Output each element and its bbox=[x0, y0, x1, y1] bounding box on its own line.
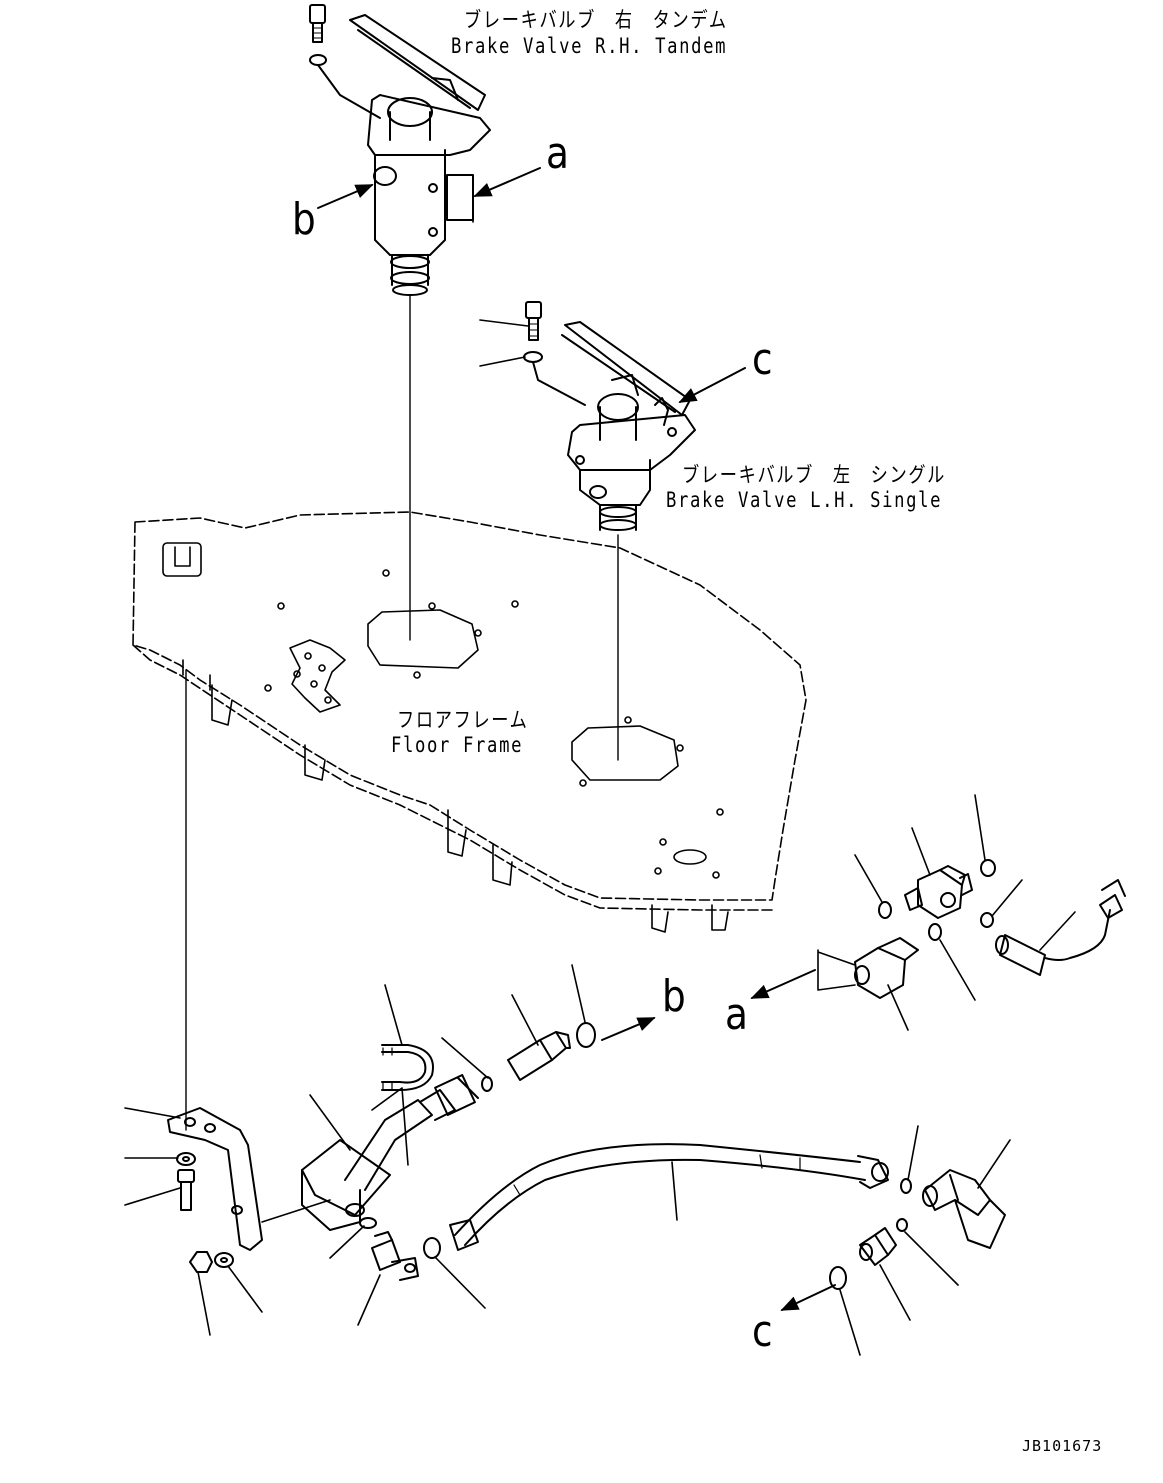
ref-c-bottom: c bbox=[752, 1306, 773, 1357]
floor-holes bbox=[264, 569, 724, 879]
bolt-rh bbox=[309, 4, 381, 119]
bracket bbox=[167, 1107, 263, 1251]
ref-a-top: a bbox=[546, 128, 569, 179]
bolt-lh bbox=[523, 301, 586, 406]
ref-b-bottom: b bbox=[662, 971, 686, 1022]
drawing-code: JB101673 bbox=[1022, 1437, 1103, 1455]
brake-hose bbox=[449, 1143, 889, 1251]
elbow-fitting-bottom bbox=[371, 1231, 419, 1281]
elbow-fitting-right bbox=[922, 1169, 1006, 1249]
ref-a-bottom: a bbox=[725, 989, 748, 1040]
floor-frame bbox=[132, 511, 807, 911]
adapter-bottom bbox=[859, 1227, 897, 1266]
brake-valve-rh-jp-label: ブレーキバルブ 右 タンデム bbox=[464, 8, 728, 32]
brake-valve-lh-single bbox=[561, 321, 696, 531]
assembly-lines bbox=[185, 294, 619, 1131]
pressure-switch-b bbox=[507, 1031, 571, 1081]
block-fitting bbox=[301, 1074, 479, 1231]
electric-switch bbox=[995, 879, 1126, 976]
reference-arrows bbox=[317, 167, 836, 1311]
tee-fitting bbox=[904, 865, 973, 919]
brake-valve-lh-jp-label: ブレーキバルブ 左 シングル bbox=[682, 463, 947, 487]
floor-frame-en-label: Floor Frame bbox=[391, 733, 524, 757]
fasteners-left bbox=[176, 1152, 234, 1273]
pressure-switch-a bbox=[854, 937, 919, 999]
ref-c-top: c bbox=[752, 334, 773, 385]
u-bolt bbox=[381, 1044, 434, 1091]
ref-b-top: b bbox=[292, 194, 316, 245]
leader-lines bbox=[124, 175, 1076, 1356]
brake-valve-rh-en-label: Brake Valve R.H. Tandem bbox=[451, 34, 728, 58]
floor-frame-details bbox=[162, 542, 729, 933]
brake-valve-lh-en-label: Brake Valve L.H. Single bbox=[666, 488, 943, 512]
floor-frame-jp-label: フロアフレーム bbox=[397, 708, 529, 732]
brake-valve-rh-tandem bbox=[349, 14, 491, 296]
